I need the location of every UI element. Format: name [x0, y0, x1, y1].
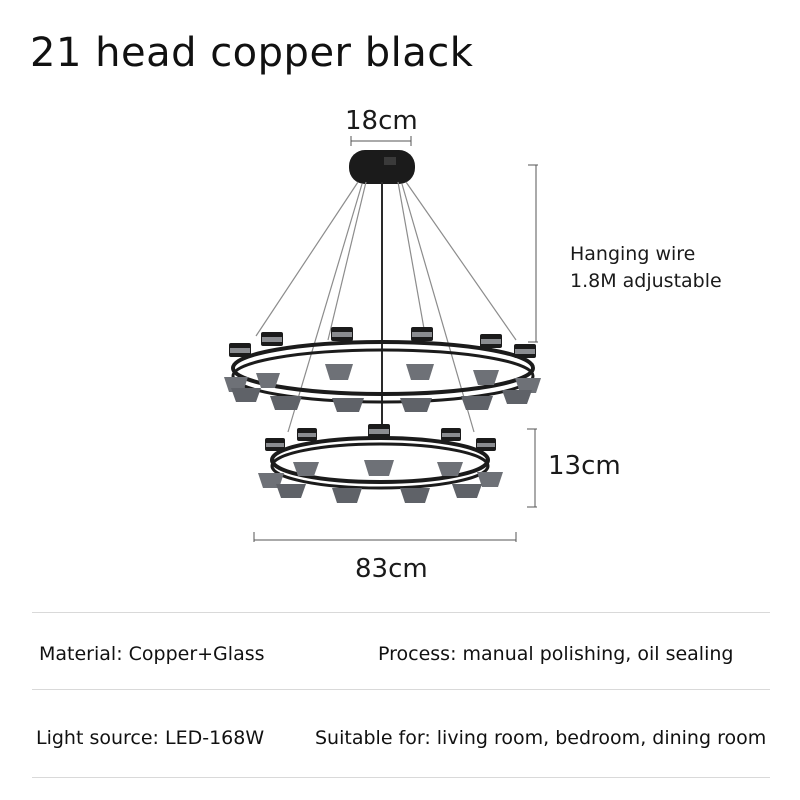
lamp-head: [400, 398, 432, 412]
canopy-dimension-line: [350, 136, 412, 146]
lamp-head: [276, 484, 306, 498]
lamp-head: [476, 438, 503, 487]
lamp-head: [400, 488, 430, 503]
canopy-width-label: 18cm: [345, 106, 418, 136]
tier-height-dimension-line: [527, 428, 537, 508]
lamp-head: [437, 428, 463, 476]
lamp-head: [256, 332, 283, 388]
ceiling-canopy: [349, 150, 415, 184]
chandelier-illustration: [224, 136, 541, 542]
lamp-head: [514, 344, 541, 393]
upper-lamp-heads: [224, 327, 541, 412]
lamp-head: [224, 343, 251, 392]
lamp-head: [364, 424, 394, 476]
tier-height-label: 13cm: [548, 451, 621, 481]
overall-diameter-label: 83cm: [355, 554, 428, 584]
lamp-head: [325, 327, 353, 380]
lamp-head: [270, 396, 302, 410]
overall-width-dimension-line: [253, 532, 517, 542]
lamp-head: [452, 484, 482, 498]
process-spec: Process: manual polishing, oil sealing: [378, 643, 734, 665]
lamp-head: [461, 396, 493, 410]
lamp-head: [406, 327, 434, 380]
upper-ring: [231, 340, 535, 404]
lamp-head: [231, 388, 261, 402]
lamp-head: [502, 390, 532, 404]
lamp-head: [332, 488, 362, 503]
lamp-head: [473, 334, 502, 385]
suitable-for-spec: Suitable for: living room, bedroom, dini…: [315, 727, 767, 749]
divider: [32, 689, 770, 690]
product-title: 21 head copper black: [30, 30, 474, 76]
lamp-head: [332, 398, 364, 412]
lamp-head: [293, 428, 319, 476]
light-source-spec: Light source: LED-168W: [36, 727, 265, 749]
divider: [32, 612, 770, 613]
hanging-wire-label: Hanging wire: [570, 243, 696, 265]
hanging-wire-length-label: 1.8M adjustable: [570, 270, 722, 292]
lower-lamp-heads: [258, 424, 503, 503]
divider: [32, 777, 770, 778]
material-spec: Material: Copper+Glass: [39, 643, 265, 665]
hanging-wire-dimension-line: [528, 164, 538, 343]
suspension-wires: [255, 181, 517, 433]
